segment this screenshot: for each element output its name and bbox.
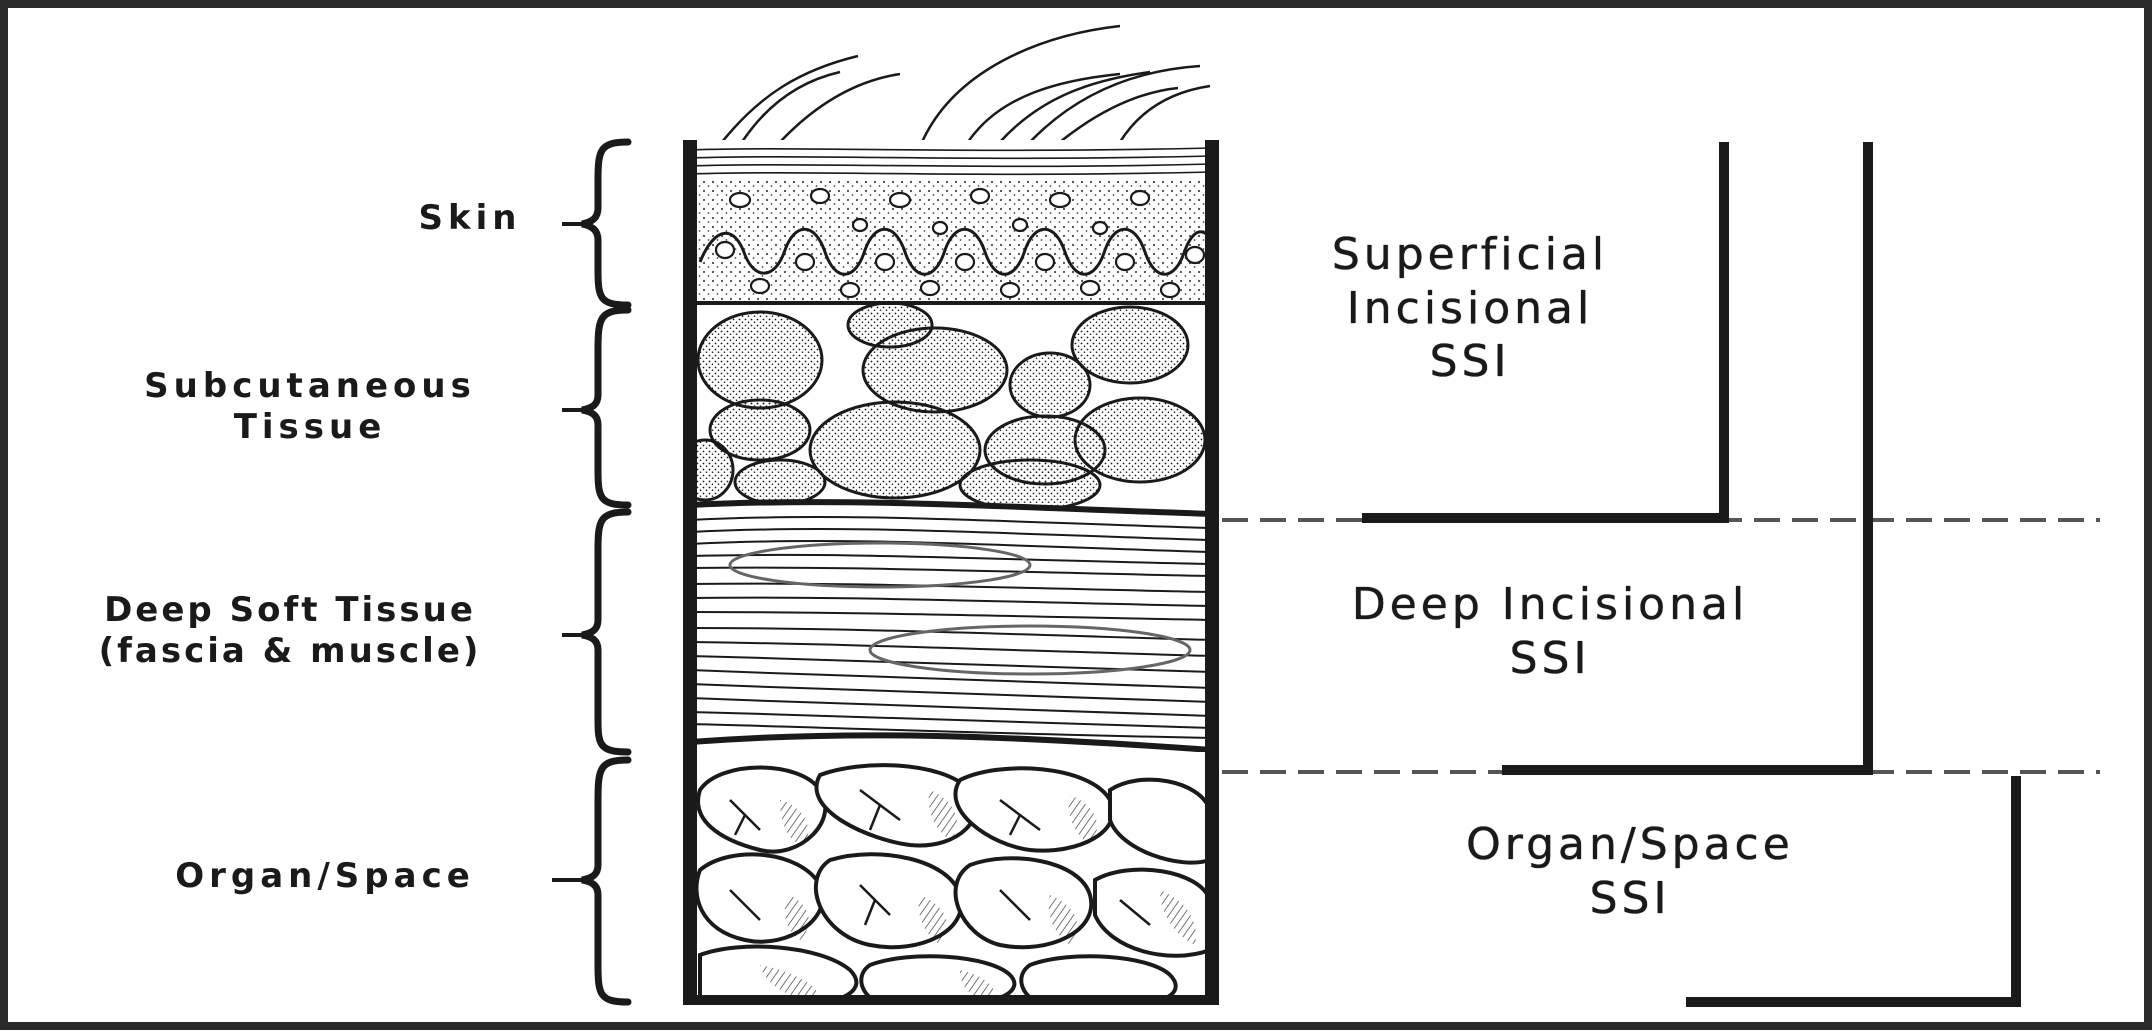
organ-space-ssi-line2: SSI xyxy=(1340,872,1920,926)
label-organ-space-ssi: Organ/Space SSI xyxy=(1340,818,1920,925)
label-superficial-incisional-ssi: Superficial Incisional SSI xyxy=(1230,228,1710,389)
superficial-line2: Incisional xyxy=(1230,282,1710,336)
brace-skin xyxy=(582,142,628,305)
deep-incisional-line2: SSI xyxy=(1260,632,1840,686)
superficial-line3: SSI xyxy=(1230,335,1710,389)
label-skin-text: Skin xyxy=(419,198,522,238)
label-deep-soft-tissue-line1: Deep Soft Tissue xyxy=(20,590,560,631)
brace-deep-soft-tissue xyxy=(582,512,628,752)
label-organ-space: Organ/Space xyxy=(100,856,550,897)
deep-incisional-line1: Deep Incisional xyxy=(1260,578,1840,632)
superficial-line1: Superficial xyxy=(1230,228,1710,282)
label-deep-soft-tissue: Deep Soft Tissue (fascia & muscle) xyxy=(20,590,560,673)
layer-braces xyxy=(582,142,628,1002)
label-deep-incisional-ssi: Deep Incisional SSI xyxy=(1260,578,1840,685)
label-deep-soft-tissue-line2: (fascia & muscle) xyxy=(20,631,560,672)
deep-soft-tissue-layer xyxy=(690,500,1212,750)
label-subcutaneous-line2: Tissue xyxy=(60,407,560,448)
organ-space-layer xyxy=(690,752,1212,1004)
hair-strands xyxy=(722,26,1210,142)
organ-space-ssi-line1: Organ/Space xyxy=(1340,818,1920,872)
label-subcutaneous-tissue: Subcutaneous Tissue xyxy=(60,366,560,449)
subcutaneous-layer xyxy=(677,303,1212,510)
brace-subcutaneous xyxy=(582,310,628,505)
brace-organ-space xyxy=(582,760,628,1002)
label-organ-space-text: Organ/Space xyxy=(175,856,475,896)
skin-layer xyxy=(690,140,1212,305)
label-subcutaneous-line1: Subcutaneous xyxy=(60,366,560,407)
label-skin: Skin xyxy=(380,198,560,239)
brace-ticks xyxy=(552,224,582,880)
